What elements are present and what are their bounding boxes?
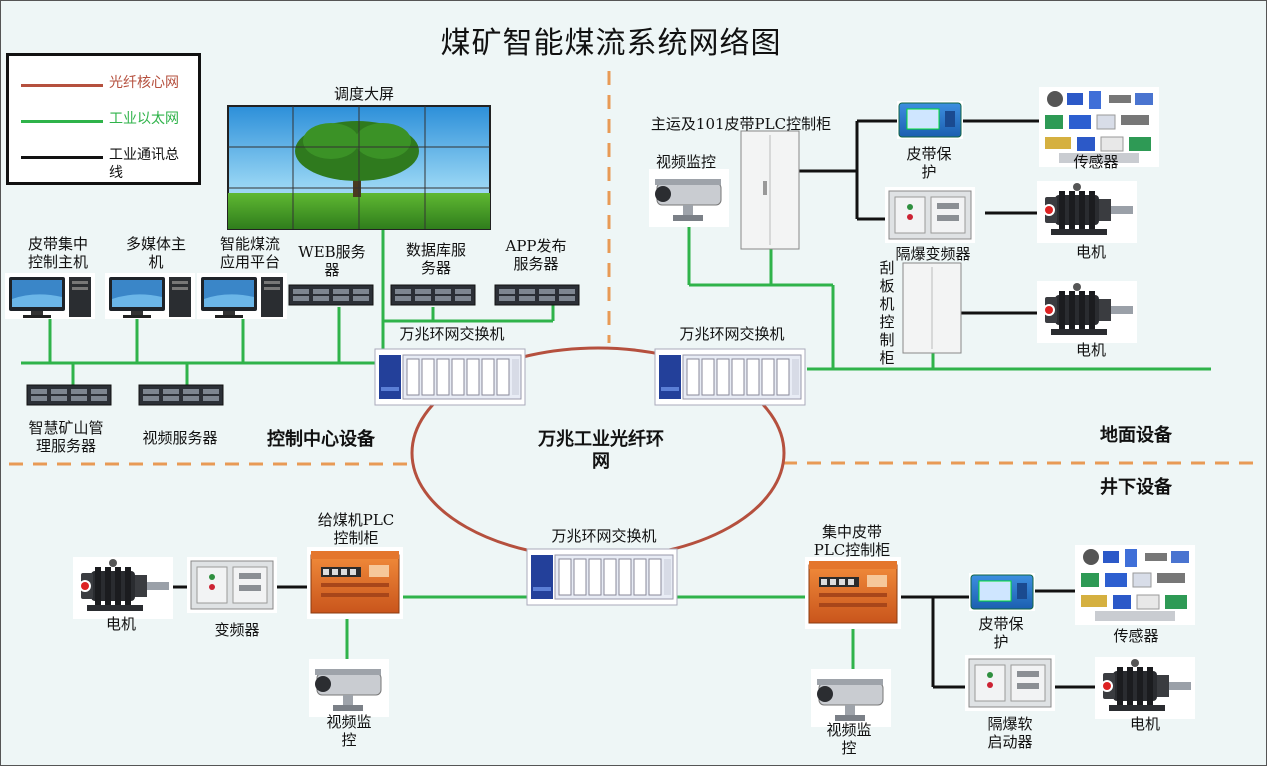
surface-motor-1-image [1037,181,1137,243]
label-underground-sensor: 传感器 [1113,627,1159,645]
legend-label-bus: 工业通讯总 线 [109,147,179,181]
surface-motor-2-image [1037,281,1137,343]
label-underground-video-left: 视频监 控 [326,713,372,749]
underground-sensor-image [1074,544,1196,626]
label-belt-control-host: 皮带集中 控制主机 [27,235,88,271]
legend-swatch-fiber [21,84,103,87]
label-dispatch-screen: 调度大屏 [333,85,394,103]
underground-vfd-image [186,556,278,614]
app-server-image [494,284,580,306]
underground-belt-protect-image [968,572,1036,612]
web-server-image [288,284,374,306]
database-server-image [390,284,476,306]
legend-item-fiber: 光纤核心网 [15,74,200,96]
label-surface-sensor: 传感器 [1073,153,1119,171]
main-plc-cabinet-image [740,130,800,250]
label-underground-motor-right: 电机 [1129,715,1160,733]
underground-motor-right-image [1095,657,1195,719]
label-underground-ring-switch: 万兆环网交换机 [551,527,657,545]
underground-ethernet [345,595,855,669]
legend-label-fiber: 光纤核心网 [109,75,179,91]
surface-ethernet [687,227,1211,371]
label-video-server: 视频服务器 [142,429,218,447]
label-surface-motor-2: 电机 [1075,341,1106,359]
diagram-title: 煤矿智能煤流系统网络图 [440,26,782,61]
legend-item-bus: 工业通讯总 线 [15,146,200,186]
label-control-ring-switch: 万兆环网交换机 [399,325,505,343]
label-database-server: 数据库服 务器 [405,241,466,277]
label-underground-belt-protect: 皮带保 护 [978,615,1024,651]
section-dividers [9,71,1261,466]
central-belt-plc-cabinet-image [804,556,902,630]
section-label-underground: 井下设备 [1100,477,1172,498]
control-ring-switch-image [374,348,526,406]
label-underground-video-right: 视频监 控 [826,721,872,757]
video-server-image [138,384,224,406]
underground-ring-switch-image [526,548,678,606]
multimedia-host-image [105,273,195,319]
label-main-plc-cabinet: 主运及101皮带PLC控制柜 [650,115,832,133]
label-central-belt-plc: 集中皮带 PLC控制柜 [813,523,891,559]
mine-management-server-image [26,384,112,406]
scraper-cabinet-image [902,262,962,354]
label-underground-motor-left: 电机 [105,615,136,633]
legend-item-ethernet: 工业以太网 [15,110,200,132]
legend-swatch-bus [21,156,103,159]
dispatch-screen-image [227,105,491,230]
underground-video-left-image [308,658,390,718]
surface-video-camera-image [648,168,730,228]
surface-belt-protect-image [896,100,964,140]
surface-ring-switch-image [654,348,806,406]
label-mine-management-server: 智慧矿山管 理服务器 [28,419,104,455]
label-surface-motor-1: 电机 [1075,243,1106,261]
label-underground-vfd: 变频器 [214,621,260,639]
label-surface-video: 视频监控 [655,153,716,171]
label-surface-belt-protect: 皮带保 护 [906,145,952,181]
underground-video-right-image [810,668,892,728]
belt-control-host-image [5,273,95,319]
legend-label-ethernet: 工业以太网 [109,111,179,127]
label-app-server: APP发布 服务器 [505,237,567,273]
label-feeder-plc: 给煤机PLC 控制柜 [317,511,395,547]
section-label-surface: 地面设备 [1100,425,1172,446]
control-ethernet [21,229,555,385]
feeder-plc-cabinet-image [306,546,404,620]
smart-flow-platform-image [197,273,287,319]
underground-motor-left-image [73,557,173,619]
label-multimedia-host: 多媒体主 机 [125,235,186,271]
label-surface-ring-switch: 万兆环网交换机 [679,325,785,343]
legend: 光纤核心网 工业以太网 工业通讯总 线 [6,53,201,185]
label-soft-starter: 隔爆软 启动器 [987,715,1033,751]
ring-label: 万兆工业光纤环 网 [538,429,664,472]
label-surface-vfd: 隔爆变频器 [895,245,971,263]
label-web-server: WEB服务 器 [298,243,366,279]
legend-swatch-ethernet [21,120,103,123]
soft-starter-image [964,654,1056,712]
section-label-control-center: 控制中心设备 [267,429,375,450]
surface-vfd-image [884,186,976,244]
label-smart-flow-platform: 智能煤流 应用平台 [219,235,280,271]
surface-bus [799,119,1041,315]
label-scraper-cabinet: 刮 板 机 控 制 柜 [879,259,895,367]
